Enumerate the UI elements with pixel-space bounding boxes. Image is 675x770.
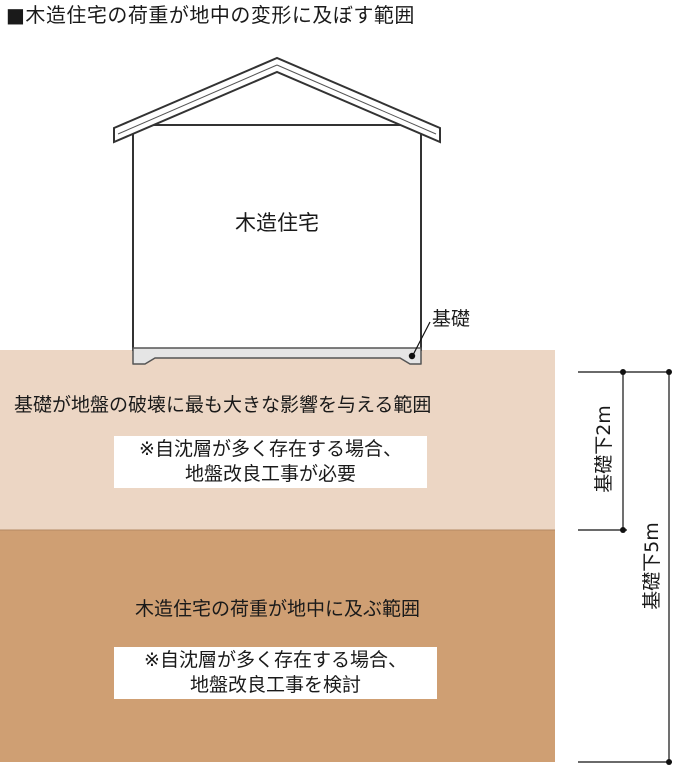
dimension-label-5m: 基礎下5m (641, 522, 663, 610)
foundation-leader (408, 321, 431, 360)
zone-1-note: ※自沈層が多く存在する場合、 地盤改良工事が必要 (114, 436, 427, 488)
foundation-shape (132, 347, 422, 365)
house-roof (113, 56, 441, 144)
house-label: 木造住宅 (235, 211, 319, 235)
dimension-dots (620, 369, 672, 765)
zone-1-note-line2: 地盤改良工事が必要 (184, 463, 356, 485)
zone-2-note-line2: 地盤改良工事を検討 (189, 674, 361, 696)
dimension-lines (578, 371, 672, 763)
zone-2-note: ※自沈層が多く存在する場合、 地盤改良工事を検討 (114, 647, 437, 699)
foundation-label: 基礎 (432, 308, 471, 330)
house-walls (132, 124, 422, 351)
zone-2-note-line1: ※自沈層が多く存在する場合、 (144, 649, 407, 671)
zone-1-title: 基礎が地盤の破壊に最も大きな影響を与える範囲 (14, 394, 432, 416)
zone-1-note-line1: ※自沈層が多く存在する場合、 (139, 438, 402, 460)
dimension-label-2m: 基礎下2m (593, 405, 615, 493)
zone-lower-ground (0, 530, 555, 762)
zone-2-title: 木造住宅の荷重が地中に及ぶ範囲 (134, 598, 420, 620)
diagram-title: ■木造住宅の荷重が地中の変形に及ぼす範囲 (6, 3, 415, 27)
